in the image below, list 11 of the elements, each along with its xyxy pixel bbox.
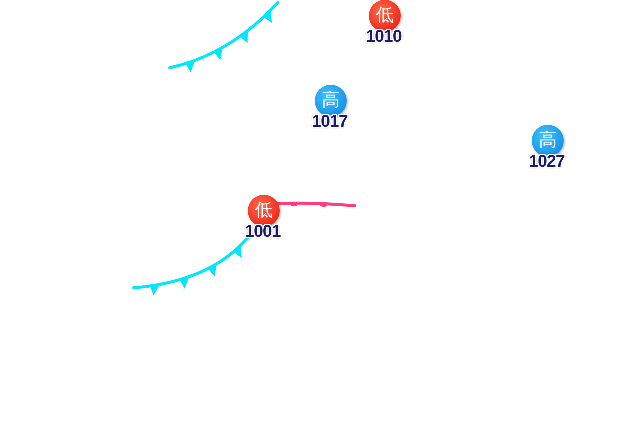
pressure-value: 1017 (312, 113, 348, 130)
pressure-value: 1001 (245, 223, 281, 240)
low-pressure-marker (369, 0, 401, 32)
pressure-system-label: 高 (322, 92, 340, 110)
pressure-system-label: 高 (539, 132, 557, 150)
pressure-value: 1027 (529, 153, 565, 170)
pressure-value: 1010 (366, 28, 402, 45)
high-pressure-marker (315, 85, 347, 117)
pressure-system-label: 低 (376, 7, 394, 25)
pressure-system-label: 低 (255, 202, 273, 220)
low-pressure-marker (248, 195, 280, 227)
